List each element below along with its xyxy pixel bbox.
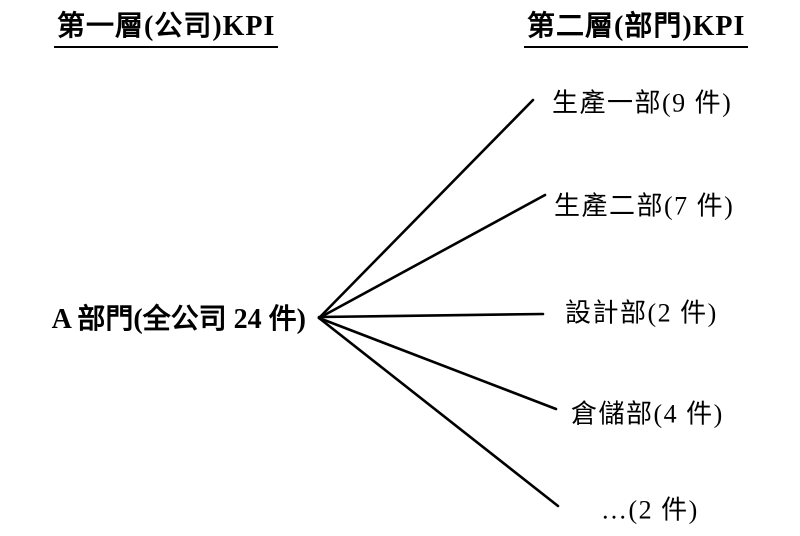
root-node-company-kpi: A 部門(全公司 24 件) [51, 304, 306, 336]
branch-label-other-dept: …(2 件) [601, 495, 699, 525]
connector-line-production-dept-2 [317, 193, 547, 320]
level2-department-kpi-header: 第二層(部門)KPI [524, 10, 749, 48]
connector-line-other-dept [317, 316, 560, 508]
branch-label-warehouse-dept: 倉儲部(4 件) [571, 399, 724, 429]
level1-company-kpi-header: 第一層(公司)KPI [54, 10, 279, 48]
connector-line-warehouse-dept [317, 316, 558, 411]
branch-label-design-dept: 設計部(2 件) [565, 298, 718, 328]
connector-line-production-dept-1 [317, 98, 535, 320]
branch-label-production-dept-2: 生產二部(7 件) [554, 191, 735, 221]
branch-label-production-dept-1: 生產一部(9 件) [552, 88, 733, 118]
connector-line-design-dept [317, 312, 545, 319]
